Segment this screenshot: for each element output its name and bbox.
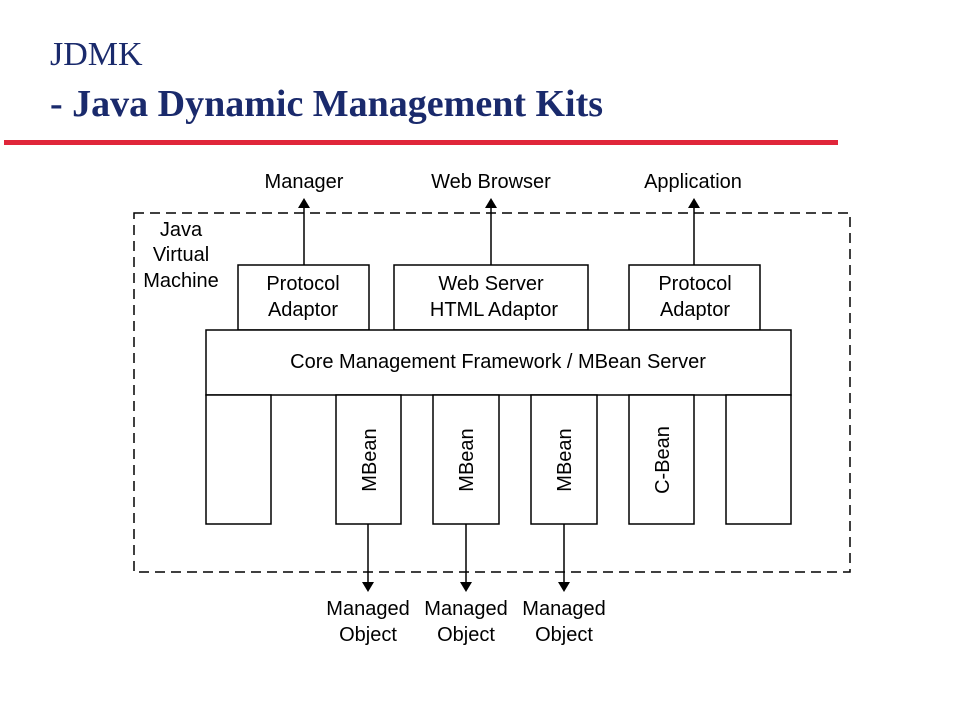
target-application: Application (644, 171, 742, 193)
protocol-adaptor-left-line-1: Protocol (266, 273, 339, 295)
title-line-2: - Java Dynamic Management Kits (50, 83, 604, 125)
html-adaptor-line-2: HTML Adaptor (430, 299, 559, 321)
target-manager: Manager (265, 171, 344, 193)
protocol-adaptor-right-box (628, 264, 761, 331)
jvm-boundary (133, 212, 851, 573)
bean-box-6 (725, 394, 792, 525)
bean-label-mbean-3: MBean (554, 428, 576, 491)
managed-object-3-line-1: Managed (522, 598, 605, 620)
managed-object-3-line-2: Object (535, 624, 593, 646)
html-adaptor-box (393, 264, 589, 331)
jvm-label-line-3: Machine (143, 270, 219, 292)
managed-object-1-line-2: Object (339, 624, 397, 646)
jvm-label-line-2: Virtual (153, 244, 209, 266)
bean-box-4 (530, 394, 598, 525)
jvm-label-line-1: Java (160, 219, 203, 241)
target-web-browser: Web Browser (431, 171, 551, 193)
bean-label-mbean-1: MBean (359, 428, 381, 491)
managed-object-1-line-1: Managed (326, 598, 409, 620)
protocol-adaptor-right-line-2: Adaptor (660, 299, 730, 321)
html-adaptor-line-1: Web Server (438, 273, 544, 295)
bean-label-mbean-2: MBean (456, 428, 478, 491)
core-framework-label: Core Management Framework / MBean Server (290, 351, 706, 373)
bean-box-5 (628, 394, 695, 525)
managed-object-2-line-1: Managed (424, 598, 507, 620)
core-framework-box (205, 329, 792, 396)
managed-object-2-line-2: Object (437, 624, 495, 646)
protocol-adaptor-left-box (237, 264, 370, 331)
title-line-1: JDMK (50, 36, 143, 73)
title-underline (4, 140, 838, 145)
bean-box-1 (205, 394, 272, 525)
bean-box-2 (335, 394, 402, 525)
protocol-adaptor-right-line-1: Protocol (658, 273, 731, 295)
bean-box-3 (432, 394, 500, 525)
protocol-adaptor-left-line-2: Adaptor (268, 299, 338, 321)
bean-label-c-bean: C-Bean (652, 426, 674, 494)
